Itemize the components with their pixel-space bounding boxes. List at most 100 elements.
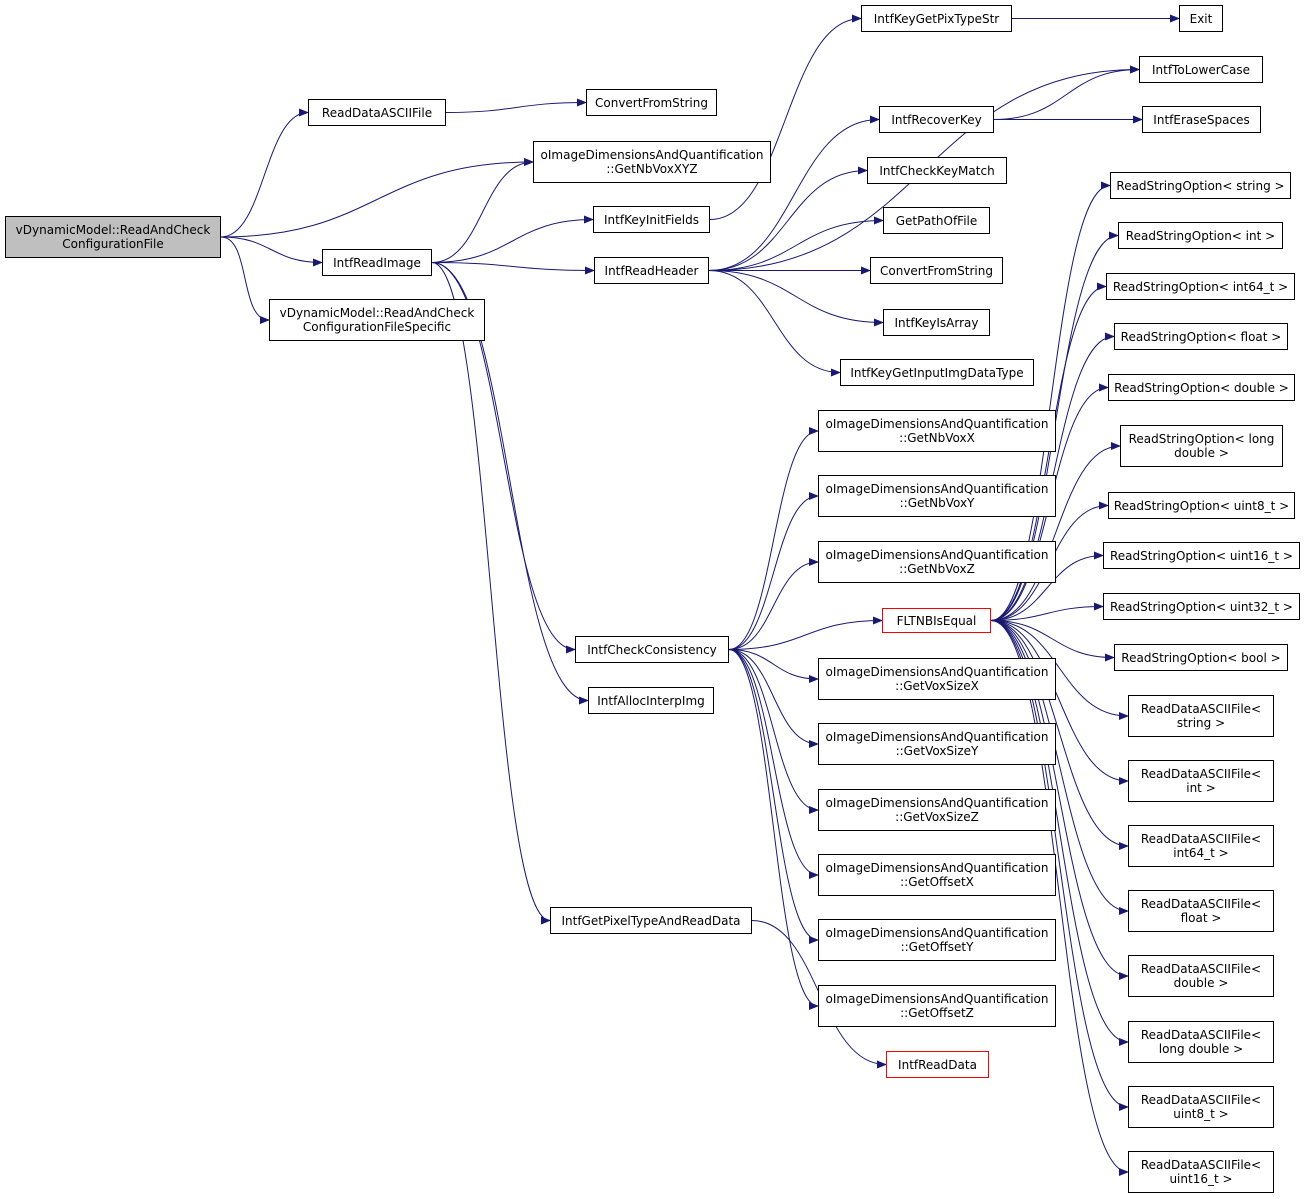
node-rso-uint32[interactable]: ReadStringOption< uint32_t > [1103, 593, 1300, 620]
node-get-offset-x[interactable]: oImageDimensionsAndQuantification::GetOf… [818, 854, 1056, 896]
node-intf-key-get-input-img-data-type[interactable]: IntfKeyGetInputImgDataType [840, 359, 1034, 386]
node-label-line: Exit [1189, 11, 1213, 26]
edge-intf-check-consistency-to-fltnb-is-equal [728, 616, 883, 650]
node-label-line: int > [1186, 781, 1216, 795]
node-label-line: ReadStringOption< uint32_t > [1110, 599, 1293, 614]
node-get-offset-y[interactable]: oImageDimensionsAndQuantification::GetOf… [818, 919, 1056, 961]
node-convert-from-string1[interactable]: ConvertFromString [586, 89, 717, 116]
node-intf-check-key-match[interactable]: IntfCheckKeyMatch [867, 157, 1007, 184]
node-fltnb-is-equal[interactable]: FLTNBIsEqual [882, 608, 991, 633]
node-label-line: ::GetNbVoxXYZ [606, 162, 698, 176]
node-intf-check-consistency[interactable]: IntfCheckConsistency [575, 636, 729, 663]
node-rda-double[interactable]: ReadDataASCIIFile<double > [1128, 955, 1274, 997]
node-label-line: vDynamicModel::ReadAndCheck [279, 306, 475, 320]
node-get-vox-size-y[interactable]: oImageDimensionsAndQuantification::GetVo… [818, 723, 1056, 765]
node-label-line: ReadStringOption< int > [1125, 228, 1276, 243]
edge-intf-read-header-to-intf-check-key-match [708, 166, 868, 271]
node-intf-read-data[interactable]: IntfReadData [886, 1051, 989, 1078]
edge-fltnb-is-equal-to-rso-long-double [990, 442, 1121, 621]
node-rso-double[interactable]: ReadStringOption< double > [1108, 374, 1295, 401]
node-rda-string[interactable]: ReadDataASCIIFile<string > [1128, 695, 1274, 737]
edge-fltnb-is-equal-to-rda-string [990, 620, 1129, 720]
edge-fltnb-is-equal-to-rda-int [990, 620, 1129, 785]
node-rda-long-double[interactable]: ReadDataASCIIFile<long double > [1128, 1021, 1274, 1063]
edge-intf-read-header-to-intf-key-is-array [708, 270, 884, 327]
node-label-line: FLTNBIsEqual [896, 613, 977, 628]
node-label-line: ::GetOffsetY [900, 940, 974, 954]
node-intf-key-get-pix-type-str[interactable]: IntfKeyGetPixTypeStr [861, 5, 1012, 32]
node-rso-bool[interactable]: ReadStringOption< bool > [1114, 644, 1288, 671]
edge-intf-recover-key-to-intf-to-lower-case [993, 65, 1140, 120]
edge-intf-check-consistency-to-get-nb-vox-y [728, 492, 819, 650]
node-rso-int64[interactable]: ReadStringOption< int64_t > [1106, 273, 1295, 300]
edge-fltnb-is-equal-to-rso-int64 [990, 282, 1107, 621]
node-label-line: ReadDataASCIIFile< [1140, 767, 1262, 781]
edge-intf-check-consistency-to-get-offset-z [728, 649, 819, 1010]
node-rda-int64[interactable]: ReadDataASCIIFile<int64_t > [1128, 825, 1274, 867]
node-label-line: uint16_t > [1169, 1172, 1233, 1186]
node-intf-key-init-fields[interactable]: IntfKeyInitFields [593, 206, 710, 233]
node-intf-erase-spaces[interactable]: IntfEraseSpaces [1142, 106, 1261, 133]
node-rda-uint8[interactable]: ReadDataASCIIFile<uint8_t > [1128, 1086, 1274, 1128]
edge-fltnb-is-equal-to-rso-string [990, 181, 1111, 621]
node-get-vox-size-x[interactable]: oImageDimensionsAndQuantification::GetVo… [818, 658, 1056, 700]
node-rda-uint16[interactable]: ReadDataASCIIFile<uint16_t > [1128, 1151, 1274, 1193]
node-intf-alloc-interp-img[interactable]: IntfAllocInterpImg [588, 687, 714, 714]
node-label-line: ReadStringOption< bool > [1121, 650, 1281, 665]
edge-fltnb-is-equal-to-rda-uint16 [990, 620, 1129, 1176]
node-label-line: vDynamicModel::ReadAndCheck [15, 223, 211, 237]
node-get-nb-vox-z[interactable]: oImageDimensionsAndQuantification::GetNb… [818, 541, 1056, 583]
node-rso-string[interactable]: ReadStringOption< string > [1110, 172, 1291, 199]
node-label-line: ReadDataASCIIFile< [1140, 832, 1262, 846]
node-label-line: IntfReadImage [333, 255, 421, 270]
node-intf-key-is-array[interactable]: IntfKeyIsArray [883, 309, 990, 336]
node-label-line: ReadStringOption< long [1128, 432, 1275, 446]
node-rda-int[interactable]: ReadDataASCIIFile<int > [1128, 760, 1274, 802]
node-rda-float[interactable]: ReadDataASCIIFile<float > [1128, 890, 1274, 932]
edge-intf-read-image-to-intf-alloc-interp-img [431, 262, 589, 705]
node-rso-uint16[interactable]: ReadStringOption< uint16_t > [1103, 542, 1300, 569]
edge-fltnb-is-equal-to-rso-uint16 [990, 551, 1104, 621]
edge-intf-read-image-to-intf-check-consistency [431, 262, 576, 654]
node-get-nb-vox-xyz[interactable]: oImageDimensionsAndQuantification::GetNb… [533, 141, 771, 183]
node-intf-read-header[interactable]: IntfReadHeader [594, 257, 709, 284]
node-rso-int[interactable]: ReadStringOption< int > [1118, 222, 1283, 249]
node-intf-recover-key[interactable]: IntfRecoverKey [879, 106, 994, 133]
node-exit[interactable]: Exit [1179, 5, 1223, 32]
node-convert-from-string2[interactable]: ConvertFromString [870, 257, 1003, 284]
node-get-nb-vox-x[interactable]: oImageDimensionsAndQuantification::GetNb… [818, 410, 1056, 452]
node-label-line: ReadDataASCIIFile< [1140, 1093, 1262, 1107]
node-label-line: int64_t > [1173, 846, 1229, 860]
node-label-line: ConfigurationFileSpecific [302, 320, 452, 334]
node-intf-get-pixel-type-and-read-data[interactable]: IntfGetPixelTypeAndReadData [550, 907, 752, 934]
node-intf-to-lower-case[interactable]: IntfToLowerCase [1139, 56, 1263, 83]
node-label-line: IntfKeyInitFields [604, 212, 699, 227]
edge-intf-read-image-to-intf-key-init-fields [431, 215, 594, 263]
edge-fltnb-is-equal-to-rso-bool [990, 620, 1115, 662]
node-label-line: ReadDataASCIIFile< [1140, 1028, 1262, 1042]
node-label-line: IntfKeyGetPixTypeStr [873, 11, 1000, 26]
node-label-line: IntfKeyGetInputImgDataType [850, 365, 1024, 380]
node-label-line: ReadStringOption< uint8_t > [1113, 498, 1290, 513]
node-rso-uint8[interactable]: ReadStringOption< uint8_t > [1108, 492, 1295, 519]
node-get-path-of-file[interactable]: GetPathOfFile [883, 207, 990, 234]
node-get-nb-vox-y[interactable]: oImageDimensionsAndQuantification::GetNb… [818, 475, 1056, 517]
node-get-offset-z[interactable]: oImageDimensionsAndQuantification::GetOf… [818, 985, 1056, 1027]
node-label-line: IntfReadData [898, 1057, 977, 1072]
node-rso-float[interactable]: ReadStringOption< float > [1114, 323, 1288, 350]
node-label-line: ReadStringOption< double > [1114, 380, 1289, 395]
edge-read-data-ascii-file-to-convert-from-string1 [445, 98, 587, 113]
node-get-vox-size-z[interactable]: oImageDimensionsAndQuantification::GetVo… [818, 789, 1056, 831]
node-intf-read-image[interactable]: IntfReadImage [322, 249, 432, 276]
node-label-line: ::GetOffsetX [900, 875, 974, 889]
node-label-line: ::GetVoxSizeY [895, 744, 979, 758]
node-read-data-ascii-file[interactable]: ReadDataASCIIFile [308, 99, 446, 126]
node-label-line: IntfAllocInterpImg [597, 693, 705, 708]
edge-root-to-read-and-check-specific [220, 236, 270, 324]
node-label-line: ReadDataASCIIFile< [1140, 702, 1262, 716]
edge-intf-check-consistency-to-get-nb-vox-z [728, 558, 819, 650]
edge-intf-read-image-to-get-nb-vox-xyz [431, 158, 534, 263]
